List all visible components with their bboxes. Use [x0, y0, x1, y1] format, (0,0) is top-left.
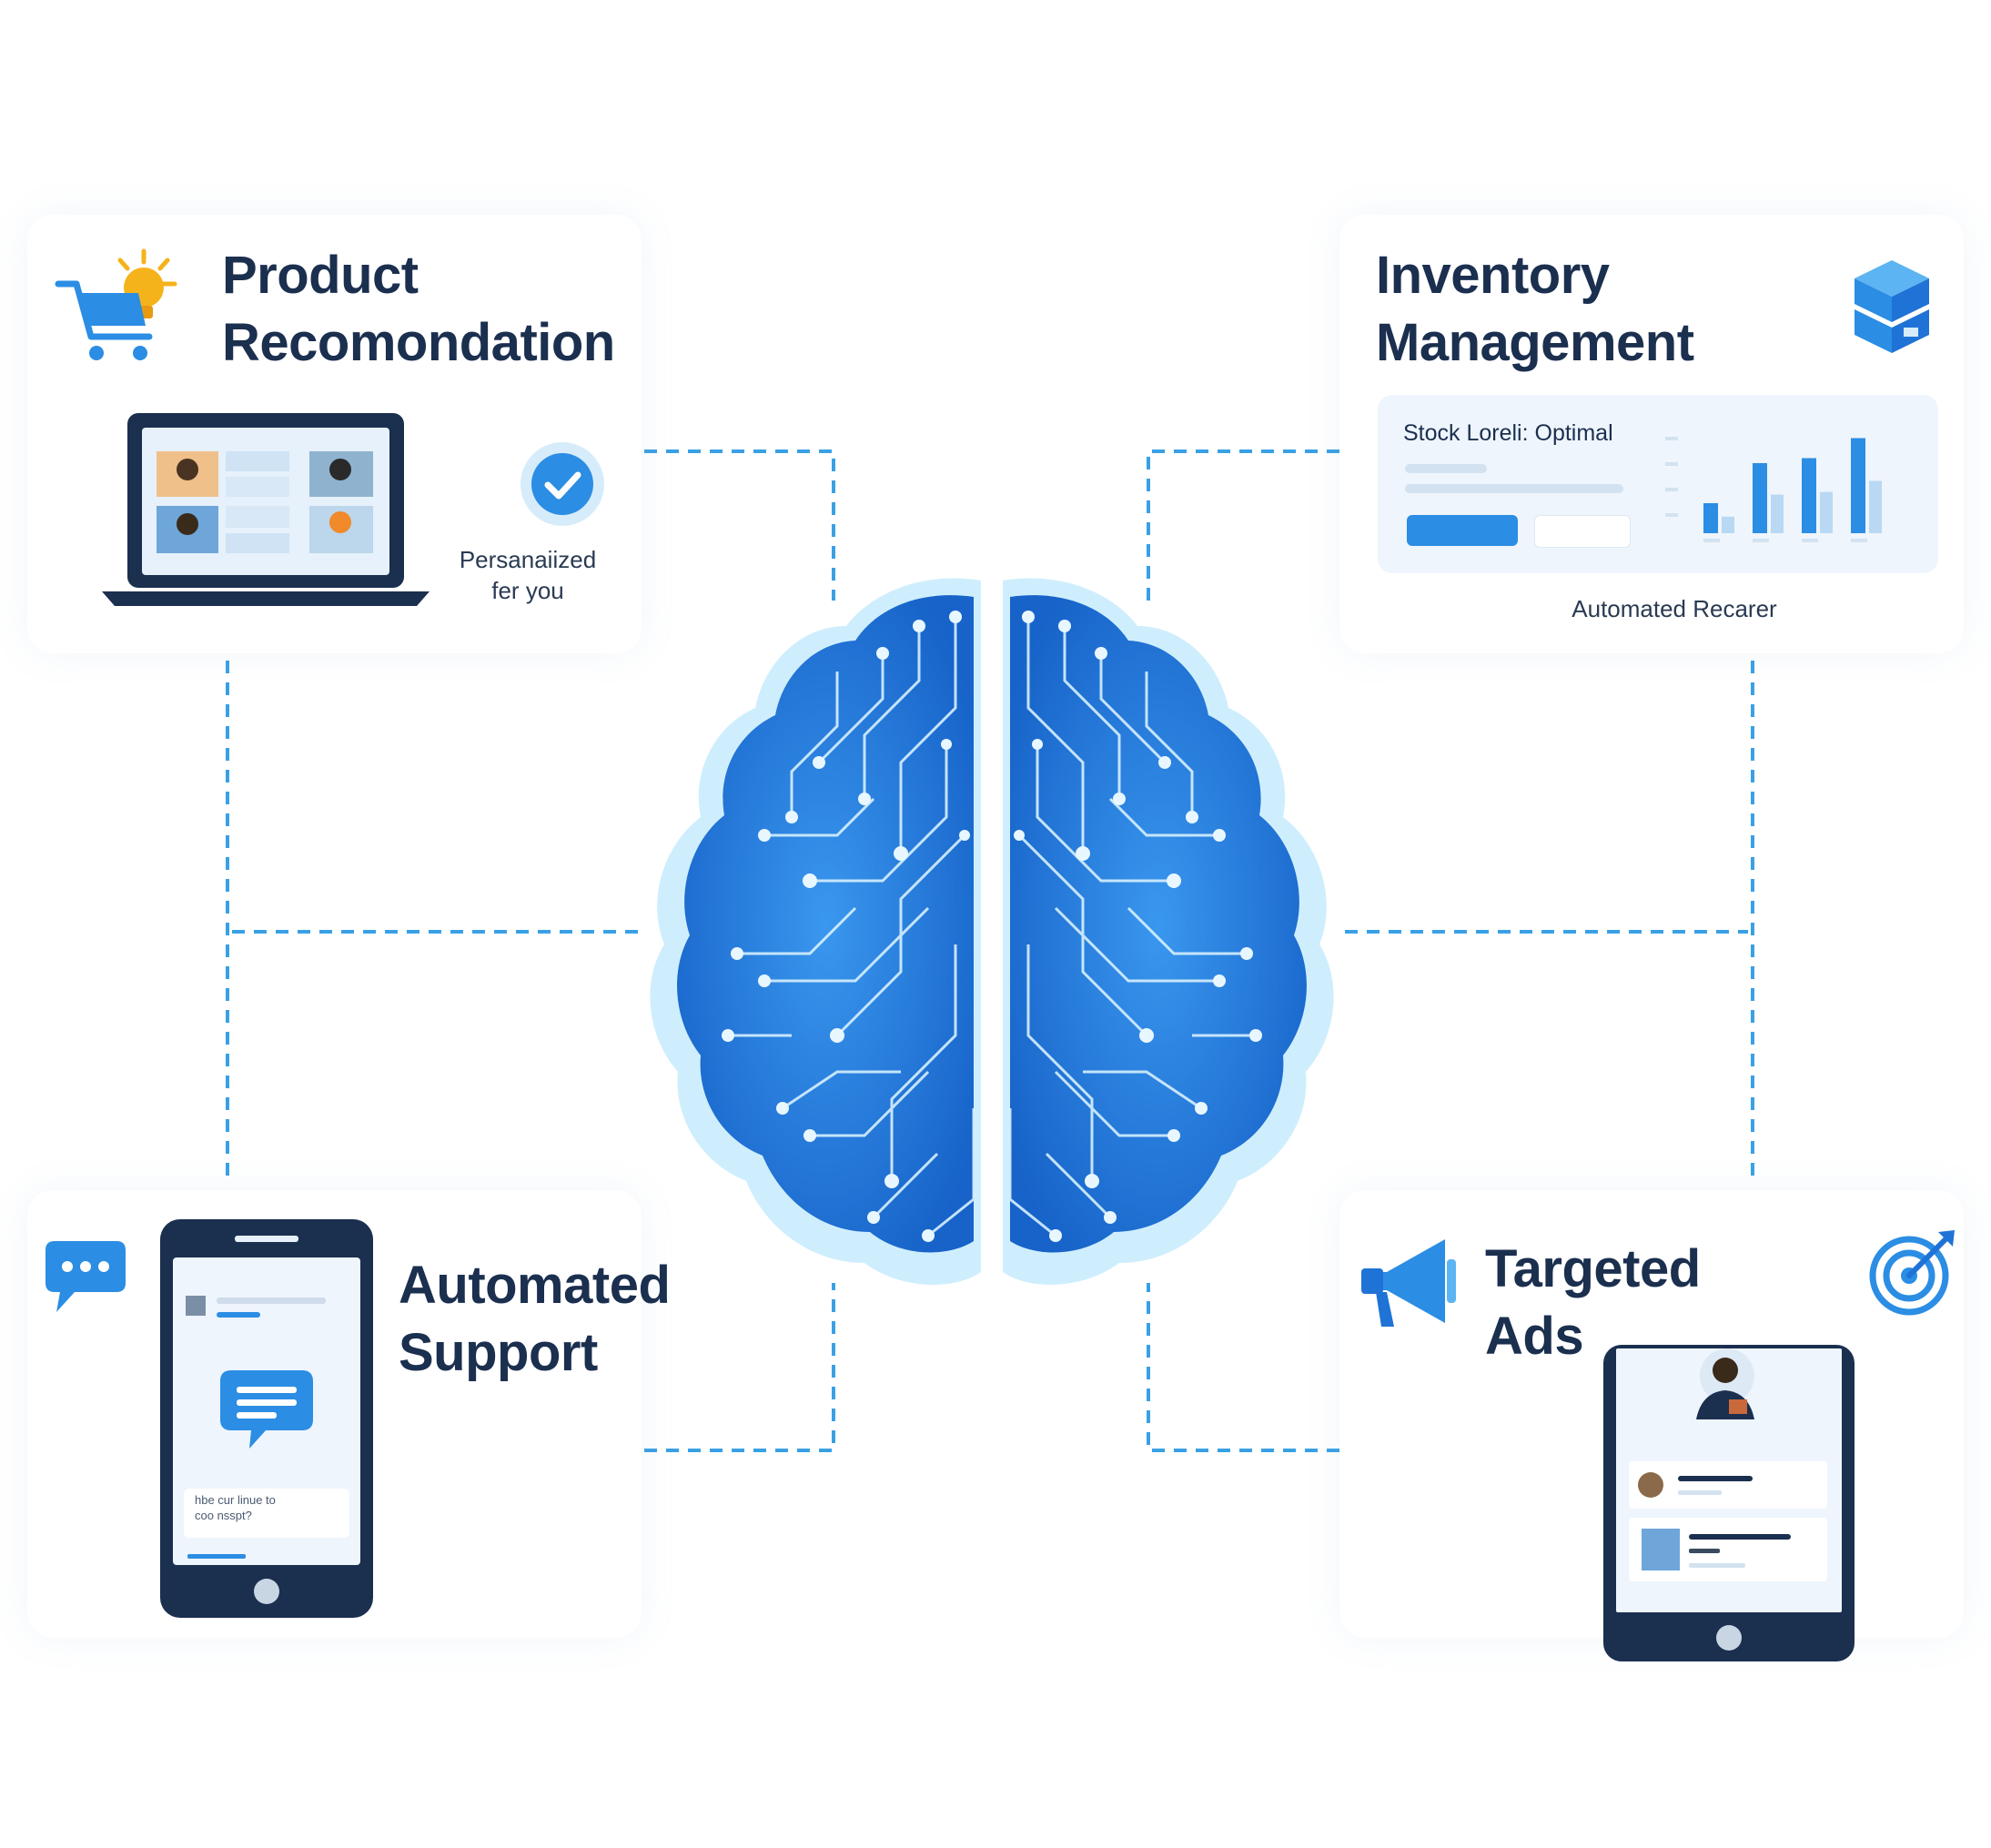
laptop-icon: [102, 413, 430, 606]
secondary-button[interactable]: [1534, 515, 1631, 548]
title-targeted-ads: Targeted Ads: [1485, 1239, 1701, 1366]
tablet-icon: [1603, 1345, 1855, 1661]
title-product-recommendation: Product Recomondation: [222, 246, 615, 372]
target-icon: [1869, 1230, 1955, 1316]
inventory-bar-secondary: [1820, 491, 1833, 533]
connector-bottom-left: [644, 1283, 835, 1452]
title-inventory-management: Inventory Management: [1376, 246, 1694, 372]
title-automated-support: Automated Support: [399, 1256, 671, 1382]
megaphone-icon: [1361, 1239, 1456, 1327]
inventory-bar: [1802, 458, 1816, 533]
box-stack-icon: [1855, 260, 1929, 353]
connector-top-right: [1147, 449, 1339, 601]
placeholder-line: [1405, 484, 1623, 493]
inventory-bar-secondary: [1722, 516, 1734, 533]
caption-automated-reorder: Automated Recarer: [1572, 595, 1777, 622]
caption-personalized: Persanaiized fer you: [459, 546, 597, 604]
reorder-button[interactable]: [1407, 515, 1518, 546]
smartphone-icon: [160, 1219, 373, 1618]
inventory-bar: [1851, 438, 1865, 533]
shopping-cart-lightbulb-icon: [55, 248, 177, 360]
connector-bottom-right: [1147, 1283, 1339, 1452]
inventory-bar: [1703, 503, 1718, 533]
connector-top-left: [644, 449, 835, 601]
checkmark-circle-icon: [520, 442, 604, 526]
inventory-bar: [1753, 463, 1767, 533]
support-chat-text: hbe cur linue to coo nsspt?: [195, 1493, 276, 1522]
chat-bubble-icon: [45, 1241, 126, 1312]
circuit-brain-icon: [650, 578, 1334, 1285]
inventory-bar-chart: [1665, 437, 1882, 542]
inventory-bar-secondary: [1771, 494, 1784, 533]
inventory-bar-secondary: [1869, 480, 1882, 533]
stock-level-text: Stock Loreli: Optimal: [1403, 420, 1613, 446]
placeholder-line: [1405, 464, 1487, 473]
